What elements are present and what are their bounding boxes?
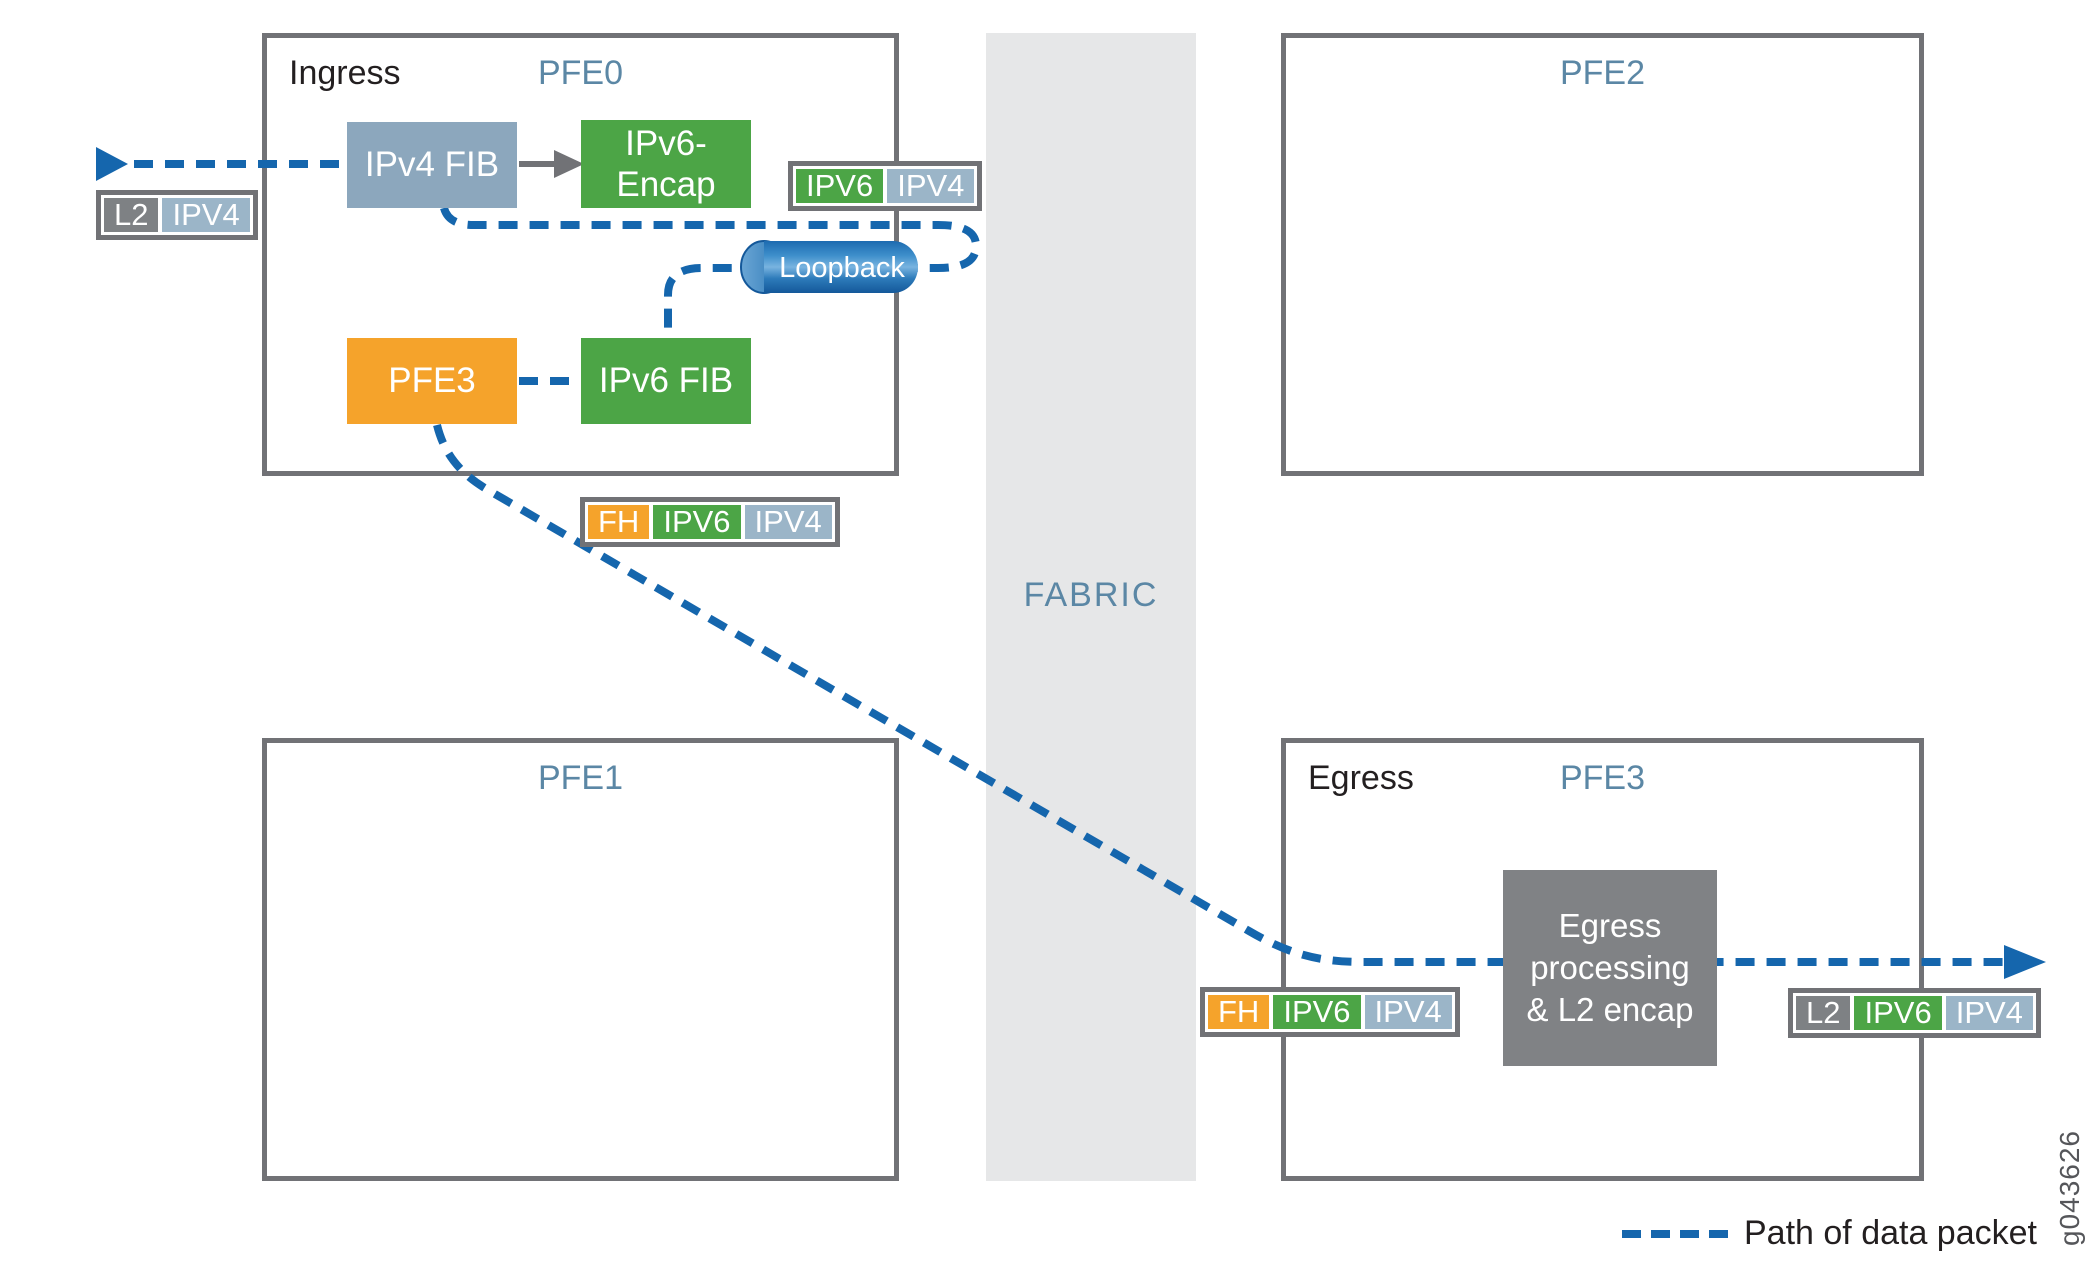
input-arrowhead [96,147,128,181]
pfe1-title: PFE1 [537,759,624,797]
badge-egress-out: L2 IPV6 IPV4 [1788,988,2041,1038]
badge-after-encap: IPV6 IPV4 [788,161,983,211]
egress-pfe3-title: PFE3 [1559,759,1646,797]
ipv6-fib-label: IPv6 FIB [598,361,734,400]
chip-ipv4: IPV4 [1945,995,2033,1030]
chip-l2: L2 [1796,995,1851,1030]
egress-processing-line1: Egress [1558,907,1662,944]
ipv6-encap-line1: IPv6- [625,124,707,163]
output-arrowhead [2004,945,2046,979]
ipv4-fib-label: IPv4 FIB [364,145,500,184]
ingress-label: Ingress [289,54,401,92]
chip-ipv4: IPV4 [887,168,975,203]
badge-ingress-in: L2 IPV4 [96,190,258,240]
ipv6-fib-node: IPv6 FIB [581,338,751,424]
chip-l2: L2 [104,197,159,232]
chip-ipv4: IPV4 [162,197,250,232]
chip-ipv6: IPV6 [653,504,741,539]
chip-ipv6: IPV6 [1854,995,1942,1030]
egress-processing-node: Egress processing & L2 encap [1503,870,1717,1066]
figure-id: g043626 [2054,1130,2085,1247]
egress-processing-line2: processing [1530,949,1690,986]
ipv6-encap-node: IPv6- Encap [581,120,751,208]
pfe0-title: PFE0 [537,54,624,92]
ipv6-encap-line2: Encap [616,165,716,204]
fabric-label: FABRIC [1023,576,1159,614]
chip-ipv6: IPV6 [796,168,884,203]
egress-processing-line3: & L2 encap [1526,991,1694,1028]
ipv4-fib-node: IPv4 FIB [347,122,517,208]
chip-ipv6: IPV6 [1273,994,1361,1029]
badge-from-fabric: FH IPV6 IPV4 [1200,987,1460,1037]
pfe2-title: PFE2 [1559,54,1646,92]
badge-to-fabric: FH IPV6 IPV4 [580,497,840,547]
pfe2-box: PFE2 [1281,33,1924,476]
chip-ipv4: IPV4 [744,504,832,539]
chip-fh: FH [1208,994,1270,1029]
pfe3-node: PFE3 [347,338,517,424]
chip-ipv4: IPV4 [1364,994,1452,1029]
chip-fh: FH [588,504,650,539]
loopback-label: Loopback [779,252,905,284]
pfe1-box: PFE1 [262,738,899,1181]
pfe3-node-label: PFE3 [388,361,476,400]
legend-label: Path of data packet [1744,1214,2037,1252]
